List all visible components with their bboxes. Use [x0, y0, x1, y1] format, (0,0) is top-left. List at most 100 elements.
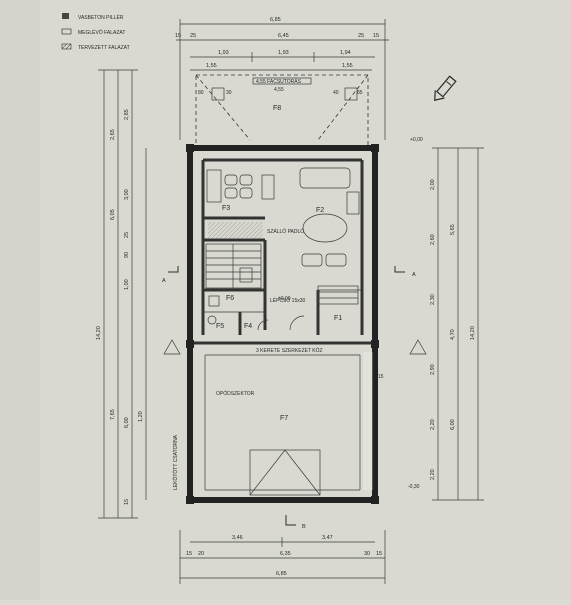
garage-area: F7 OPÓDSZEKTOR LEKÖTÖTT CSATORNA 3 KERET… — [172, 347, 373, 496]
dim-left-mid-2: 7,65 — [110, 409, 116, 420]
kitchen-counter — [206, 169, 222, 203]
dim-bottom-r1-1: 3,47 — [322, 535, 333, 541]
north-arrow-icon — [434, 75, 457, 102]
dim-bottom-r2-2: 6,35 — [280, 551, 291, 557]
dim-right-in-2: 2,30 — [430, 294, 436, 305]
level-mid: ±0,00 — [278, 296, 291, 302]
dim-bottom-overall: 6,85 — [276, 571, 287, 577]
washbasin-icon — [208, 295, 220, 307]
section-markers: A A B — [162, 266, 427, 530]
terrace-num-30: 30 — [226, 90, 232, 96]
legend-label-pillar: VASBETON PILLÉR — [78, 14, 124, 21]
shower-icon — [239, 267, 253, 283]
dim-top-r2-3: 25 — [358, 33, 364, 39]
level-garage: -0,15 — [372, 374, 384, 380]
stair-right — [317, 285, 359, 305]
dim-left-mid-0: 2,65 — [110, 129, 116, 140]
dim-top-r2-1: 25 — [190, 33, 196, 39]
dim-bottom-r2-1: 20 — [198, 551, 204, 557]
dim-right-in-4: 2,90 — [430, 364, 436, 375]
right-dimensions: 2,00 2,60 2,30 2,90 2,20 2,20 5,65 4,70 … — [430, 147, 484, 501]
building-walls — [186, 144, 379, 504]
pillar-nw — [186, 144, 194, 152]
chair-3 — [224, 187, 238, 199]
dim-bottom-r2-4: 15 — [376, 551, 382, 557]
dim-top-r3-1: 1,93 — [278, 50, 289, 56]
dining-table — [261, 174, 275, 200]
dim-top-r4-1: 1,55 — [342, 63, 353, 69]
legend: VASBETON PILLÉR MEGLÉVŐ FALAZAT TERVEZET… — [61, 13, 130, 51]
dim-top-r2-4: 15 — [373, 33, 379, 39]
terrace-num-85: 85 — [357, 90, 363, 96]
dim-left-in-1: 3,00 — [124, 189, 130, 200]
living-area: F2 — [299, 167, 360, 267]
landing-hatch — [208, 222, 263, 238]
pillar-se — [371, 496, 379, 504]
pillar-e — [371, 340, 379, 348]
room-label-f6: F6 — [226, 295, 234, 302]
toilet-icon — [207, 315, 217, 325]
legend-swatch-pillar — [62, 13, 69, 19]
legend-label-planned: TERVEZETT FALAZAT — [78, 45, 130, 51]
dim-bottom-r2-0: 15 — [186, 551, 192, 557]
legend-swatch-existing — [61, 28, 72, 35]
dim-top-r2-0: 15 — [175, 33, 181, 39]
room-label-f3: F3 — [222, 205, 230, 212]
dim-left-in-8: 6,00 — [124, 417, 130, 428]
section-a-left: A — [162, 278, 166, 284]
chair-2 — [239, 174, 253, 186]
legend-swatch-planned — [61, 43, 72, 50]
armchair-2 — [325, 253, 347, 267]
armchair-1 — [301, 253, 323, 267]
room-label-f4: F4 — [244, 323, 252, 330]
level-top: +0,00 — [410, 137, 423, 143]
dim-right-mid-1: 4,70 — [450, 329, 456, 340]
garage-side-strip — [363, 352, 373, 490]
left-dimensions: 14,20 2,65 6,05 7,65 2,85 3,00 25 90 1,0… — [96, 69, 147, 519]
room-label-f7: F7 — [280, 415, 288, 422]
chair-4 — [239, 187, 253, 199]
garage-door-label: OPÓDSZEKTOR — [216, 390, 255, 397]
paper-shadow — [0, 0, 40, 600]
dim-right-outer: 14,20 — [470, 326, 476, 340]
dim-top-r3-0: 1,93 — [218, 50, 229, 56]
chair-1 — [224, 174, 238, 186]
dim-left-mid-1: 6,05 — [110, 209, 116, 220]
terrace-pillar-right — [344, 87, 358, 101]
dim-right-in-7: 2,20 — [430, 469, 436, 480]
wet-rooms: F6 F5 F4 F1 — [207, 267, 342, 331]
terrace-num-40: 40 — [333, 90, 339, 96]
level-triangle-left — [163, 339, 181, 355]
legend-label-existing: MEGLÉVŐ FALAZAT — [78, 29, 125, 36]
dim-top-r3-2: 1,94 — [340, 50, 351, 56]
door-swing-f1 — [289, 315, 305, 331]
kitchen-area: F3 SZÁLLÓ PADLÓ — [206, 169, 304, 238]
terrace-pillar-left — [211, 87, 225, 101]
level-bottom: -0,30 — [408, 484, 420, 490]
room-label-f2: F2 — [316, 207, 324, 214]
dim-left-in-6: 1,00 — [124, 279, 130, 290]
dim-left-in-3: 90 — [124, 252, 130, 258]
room-label-f5: F5 — [216, 323, 224, 330]
beam-note: 3 KERETE SZERKEZET KÖZ — [256, 347, 323, 354]
dim-left-in-0: 2,85 — [124, 109, 130, 120]
dim-top-r4-0: 1,55 — [206, 63, 217, 69]
dim-top-overall: 6,85 — [270, 17, 281, 23]
door-swing-bath — [257, 319, 269, 331]
dim-left-in-2: 25 — [124, 232, 130, 238]
dim-right-mid-0: 5,65 — [450, 224, 456, 235]
level-marks: +0,00 ±0,00 -0,30 -0,15 — [278, 137, 423, 490]
section-a-right: A — [412, 272, 416, 278]
section-b-bottom: B — [302, 524, 306, 530]
pillar-w — [186, 340, 194, 348]
dim-right-in-1: 2,60 — [430, 234, 436, 245]
garage-side-label: LEKÖTÖTT CSATORNA — [172, 434, 179, 490]
room-label-f1: F1 — [334, 315, 342, 322]
pillar-sw — [186, 496, 194, 504]
dim-right-in-6: 2,20 — [430, 419, 436, 430]
top-dimensions: 6,85 15 25 6,45 25 15 1,93 1,93 1,94 1,5… — [175, 17, 389, 140]
dim-left-outer: 14,20 — [96, 326, 102, 340]
terrace-dim-label: 4,55 — [274, 87, 284, 93]
